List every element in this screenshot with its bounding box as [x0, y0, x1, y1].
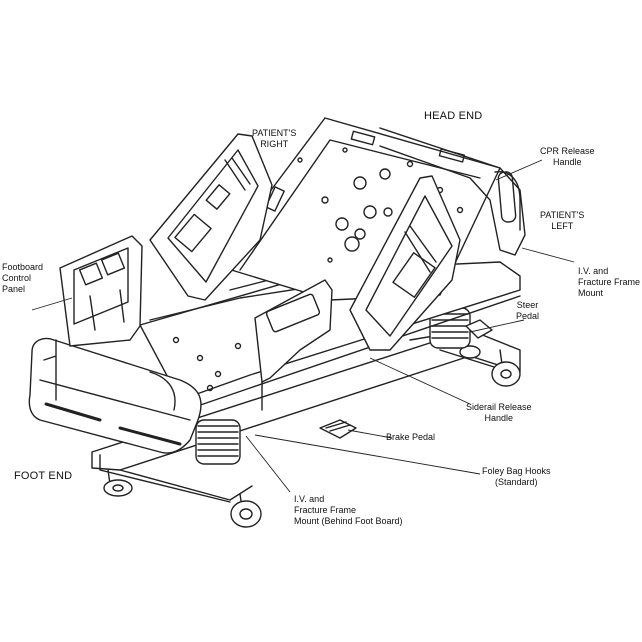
- footboard-control-panel-label: Footboard Control Panel: [2, 262, 44, 294]
- caster-front-left: [103, 469, 133, 497]
- steer-pedal: [465, 319, 493, 339]
- footboard: [28, 337, 202, 454]
- steer-pedal-label: Steer Pedal: [516, 300, 540, 321]
- cpr-release-handle-label: CPR Release Handle: [540, 146, 595, 167]
- caster-front-right: [230, 493, 262, 528]
- iv-fracture-frame-mount-label: I.V. and Fracture Frame Mount: [578, 266, 641, 298]
- caster-back-left: [459, 345, 481, 359]
- patients-right-label: PATIENT'S RIGHT: [252, 128, 297, 149]
- siderail-right-head: [149, 133, 273, 301]
- foley-bag-hooks-label: Foley Bag Hooks (Standard): [482, 466, 551, 487]
- siderail-left-head: [349, 175, 461, 351]
- lift-column-foot: [195, 419, 241, 465]
- iv-fracture-frame-mount-foot-label: I.V. and Fracture Frame Mount (Behind Fo…: [294, 494, 403, 526]
- foot-end-label: FOOT END: [14, 470, 73, 482]
- siderail-release-handle-label: Siderail Release Handle: [466, 402, 532, 423]
- footboard-control-panel: [59, 235, 143, 347]
- brake-pedal-label: Brake Pedal: [386, 432, 436, 442]
- head-end-label: HEAD END: [424, 110, 483, 122]
- brake-pedal: [319, 419, 357, 439]
- caster-back-right: [491, 349, 521, 387]
- siderail-left-foot: [254, 279, 333, 411]
- callout-leaders: [31, 159, 575, 493]
- patients-left-label: PATIENT'S LEFT: [540, 210, 585, 231]
